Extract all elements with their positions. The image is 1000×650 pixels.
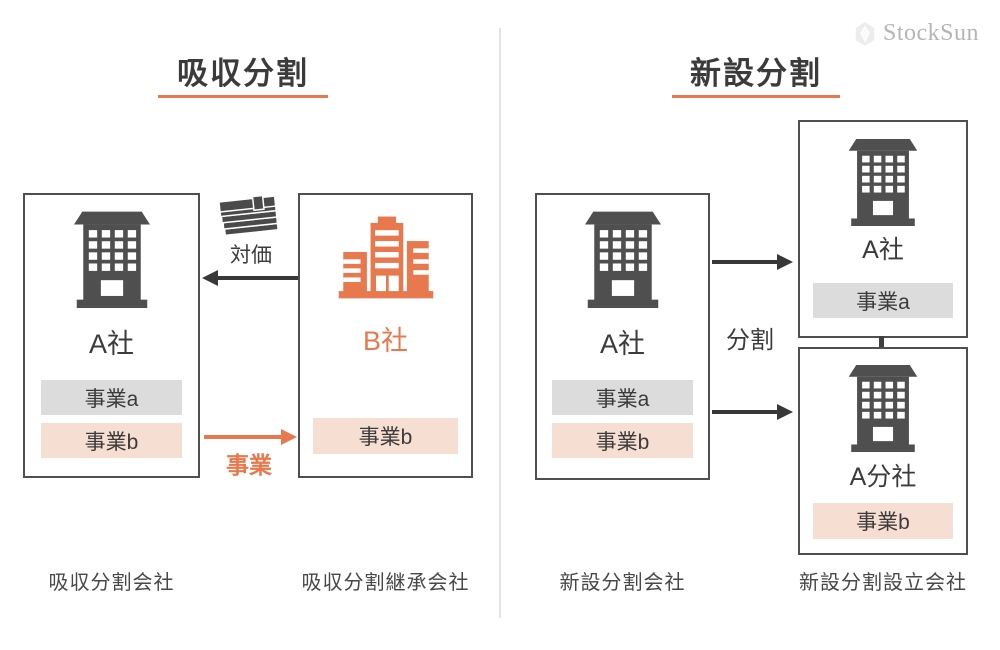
split-label: 分割 (726, 327, 774, 354)
consideration-arrowhead-icon (202, 270, 218, 286)
incorporation-established-caption: 新設分割設立会社 (799, 572, 967, 594)
office-building-icon (581, 206, 665, 308)
absorption-company-caption: 吸収分割会社 (48, 572, 175, 594)
business-transfer-label: 事業 (226, 452, 272, 478)
consideration-arrow-line (216, 276, 298, 280)
business-b-badge: 事業b (552, 423, 693, 458)
incorporation-split-title: 新設分割 (690, 56, 822, 91)
split-arrow-top-head-icon (777, 254, 793, 270)
business-b-badge: 事業b (813, 503, 953, 539)
absorption-title-underline (158, 95, 328, 98)
new-branch-company-box: A分社 事業b (798, 347, 968, 555)
business-arrow-line (204, 435, 282, 439)
office-building-icon (70, 206, 154, 308)
incorporation-title-underline (672, 95, 840, 98)
new-company-a-name: A社 (862, 236, 904, 264)
company-b-name: B社 (362, 326, 408, 356)
city-buildings-icon (336, 213, 436, 301)
incorporation-company-caption: 新設分割会社 (559, 572, 686, 594)
banknote-stack-icon (217, 195, 285, 239)
split-arrow-bottom-head-icon (777, 404, 793, 420)
new-branch-company-name: A分社 (849, 463, 917, 491)
business-a-badge: 事業a (813, 283, 953, 318)
box-connector-line (879, 336, 884, 349)
hexagon-gem-icon (854, 21, 876, 47)
new-company-a-box: A社 事業a (798, 120, 968, 338)
business-b-badge: 事業b (313, 418, 458, 454)
business-b-badge: 事業b (41, 423, 182, 458)
split-arrow-top-line (712, 260, 778, 264)
absorption-company-b-box: B社 事業b (298, 193, 473, 478)
absorption-split-title: 吸収分割 (177, 56, 309, 91)
absorption-company-a-box: A社 事業a 事業b (23, 193, 200, 478)
company-a-name: A社 (88, 329, 134, 359)
absorption-successor-caption: 吸収分割継承会社 (301, 572, 470, 594)
consideration-label: 対価 (230, 244, 272, 267)
stocksun-logo: StockSun (854, 20, 979, 47)
business-a-badge: 事業a (41, 380, 182, 415)
business-arrowhead-icon (281, 429, 297, 445)
incorporation-company-a-box: A社 事業a 事業b (535, 193, 710, 480)
center-divider (499, 28, 501, 618)
stocksun-logo-text: StockSun (883, 20, 980, 46)
office-building-icon (845, 360, 921, 452)
company-a-name: A社 (599, 329, 645, 359)
office-building-icon (845, 134, 921, 226)
business-a-badge: 事業a (552, 380, 693, 415)
split-arrow-bottom-line (712, 410, 778, 414)
